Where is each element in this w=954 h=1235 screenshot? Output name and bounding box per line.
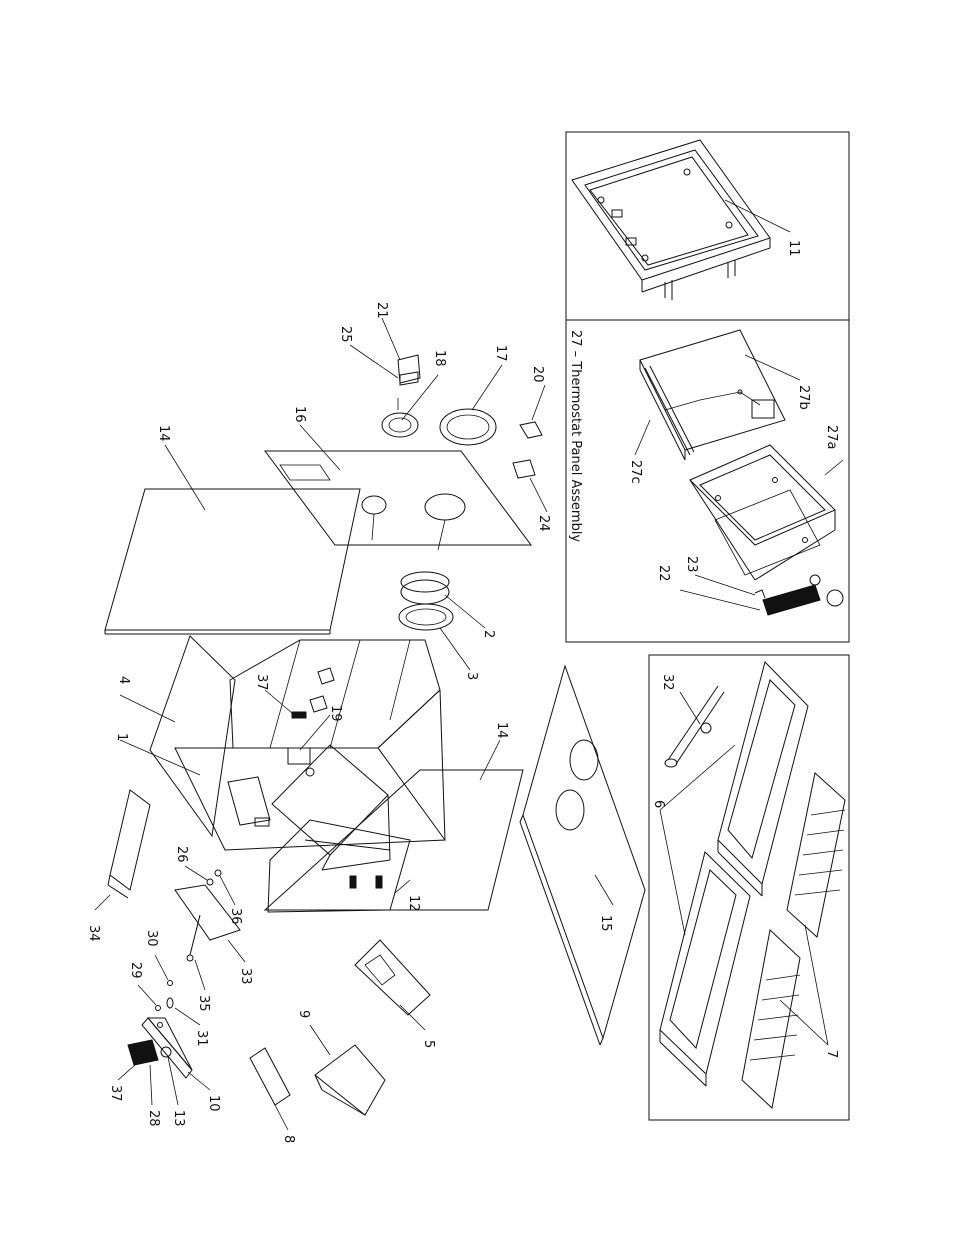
callout-8: 8 <box>281 1135 296 1143</box>
callout-27a: 27a <box>824 425 839 450</box>
callout-24: 24 <box>536 515 551 532</box>
part-27a-thermostat-box <box>689 444 844 607</box>
part-16-control-panel <box>264 424 532 551</box>
panel-27-title: 27 – Thermostat Panel Assembly <box>568 330 583 542</box>
leader-6 <box>659 744 736 936</box>
part-9-scoop <box>309 1024 386 1116</box>
part-26-screw <box>184 865 214 886</box>
part-36-bolt <box>214 869 236 906</box>
part-10-bracket <box>141 1017 211 1091</box>
callout-11: 11 <box>786 240 801 257</box>
part-33-plate <box>174 884 246 963</box>
part-13-knob <box>160 1046 179 1106</box>
callout-26: 26 <box>174 846 189 863</box>
part-7-grate-upper <box>786 772 846 938</box>
part-6-rack-upper <box>717 661 809 897</box>
callout-12: 12 <box>406 895 421 912</box>
callout-3: 3 <box>464 672 479 680</box>
part-2-cup <box>400 571 486 629</box>
callout-18: 18 <box>432 350 447 367</box>
part-12-drawer <box>267 819 411 913</box>
leader-7 <box>779 924 829 1046</box>
callout-7: 7 <box>824 1050 839 1058</box>
callout-2: 2 <box>481 630 496 638</box>
part-1-oven-body <box>119 639 446 851</box>
callout-33: 33 <box>238 968 253 985</box>
callout-22: 22 <box>656 565 671 582</box>
callout-21: 21 <box>374 302 389 319</box>
callout-20: 20 <box>530 366 545 383</box>
part-3-ring <box>398 603 471 671</box>
part-24-switch <box>512 459 548 513</box>
part-4-side-panel <box>119 635 236 838</box>
part-18-small-ring <box>381 374 439 438</box>
callout-27c: 27c <box>628 460 643 484</box>
callout-5: 5 <box>421 1040 436 1048</box>
callout-37-top: 37 <box>254 674 269 691</box>
part-5-tray <box>354 939 431 1031</box>
part-21-terminal-block <box>381 317 421 384</box>
callout-19: 19 <box>328 705 343 722</box>
part-8-pad <box>249 1047 291 1131</box>
callout-13: 13 <box>171 1110 186 1127</box>
part-15-back-panel <box>519 664 646 1046</box>
callout-16: 16 <box>292 406 307 423</box>
part-30-screw <box>154 954 173 986</box>
callout-28: 28 <box>146 1110 161 1127</box>
callout-30: 30 <box>144 930 159 947</box>
callout-37-bottom: 37 <box>108 1085 123 1102</box>
callout-23: 23 <box>684 556 699 573</box>
callout-36: 36 <box>228 908 243 925</box>
callout-17: 17 <box>493 345 508 362</box>
part-37-spring-bottom <box>117 1064 136 1081</box>
part-28-spring <box>127 1039 159 1106</box>
part-boiler-box <box>271 667 391 871</box>
leader-27c <box>634 419 651 456</box>
callout-1: 1 <box>114 733 129 741</box>
callout-34: 34 <box>86 925 101 942</box>
callout-32: 32 <box>660 674 675 691</box>
inset-box-bottom <box>648 654 850 1121</box>
part-31-washer <box>166 997 201 1026</box>
callout-29: 29 <box>128 962 143 979</box>
callout-15: 15 <box>598 915 613 932</box>
part-27b-thermostat-plate <box>639 329 801 461</box>
callout-9: 9 <box>296 1010 311 1018</box>
callout-27b: 27b <box>796 385 811 410</box>
part-35-bolt <box>186 914 206 991</box>
part-19-valve <box>287 714 331 777</box>
inset-box-top <box>565 131 850 643</box>
callout-4: 4 <box>116 676 131 684</box>
callout-14-top: 14 <box>156 425 171 442</box>
callout-14-right: 14 <box>494 722 509 739</box>
part-22-heating-element <box>679 574 821 616</box>
part-23-clip <box>694 574 766 599</box>
part-34-handle-bar <box>94 789 151 911</box>
part-7-grate-lower <box>741 929 801 1109</box>
callout-6: 6 <box>651 800 666 808</box>
callout-31: 31 <box>194 1030 209 1047</box>
part-11-door-tray <box>571 139 791 300</box>
part-14-bottom-cover <box>263 739 524 911</box>
callout-10: 10 <box>206 1095 221 1112</box>
callout-25: 25 <box>338 326 353 343</box>
part-29-nut <box>137 984 161 1011</box>
callout-35: 35 <box>196 995 211 1012</box>
part-20-block <box>519 384 546 439</box>
part-14-top-cover <box>104 444 361 635</box>
part-32-handle <box>664 685 725 768</box>
part-37-spring-top <box>264 689 307 719</box>
part-25-connector <box>349 344 419 386</box>
part-6-rack-lower <box>659 851 751 1087</box>
part-17-large-ring <box>439 364 503 446</box>
